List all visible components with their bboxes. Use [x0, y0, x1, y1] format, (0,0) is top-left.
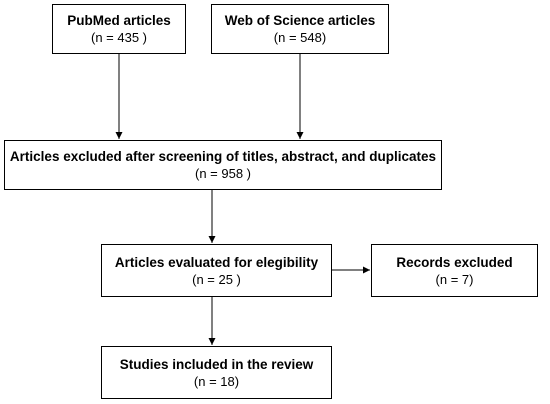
articles-excluded-title: Articles excluded after screening of tit…	[9, 149, 437, 164]
articles-evaluated-box: Articles evaluated for elegibility (n = …	[101, 244, 332, 297]
pubmed-articles-title: PubMed articles	[67, 13, 171, 28]
pubmed-articles-count: (n = 435 )	[90, 30, 147, 45]
web-of-science-articles-title: Web of Science articles	[224, 13, 376, 28]
records-excluded-title: Records excluded	[396, 254, 513, 270]
records-excluded-count: (n = 7)	[435, 271, 474, 287]
records-excluded-box: Records excluded (n = 7)	[371, 244, 538, 297]
articles-excluded-count: (n = 958 )	[194, 166, 251, 181]
articles-excluded-box: Articles excluded after screening of tit…	[4, 140, 442, 190]
studies-included-title: Studies included in the review	[119, 356, 314, 372]
articles-evaluated-title: Articles evaluated for elegibility	[114, 254, 319, 270]
articles-evaluated-count: (n = 25 )	[192, 271, 241, 287]
studies-included-box: Studies included in the review (n = 18)	[101, 346, 332, 399]
pubmed-articles-box: PubMed articles (n = 435 )	[52, 4, 186, 54]
studies-included-count: (n = 18)	[193, 373, 240, 389]
web-of-science-articles-count: (n = 548)	[273, 30, 327, 45]
web-of-science-articles-box: Web of Science articles (n = 548)	[211, 4, 389, 54]
